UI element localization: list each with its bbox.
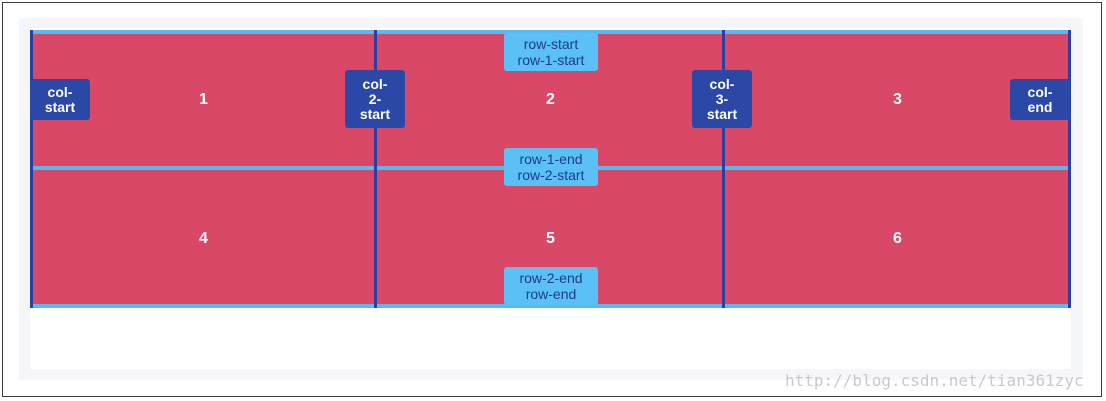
row-line-1-label-top: row-start xyxy=(523,36,579,52)
row-line-2-label-bottom: row-2-start xyxy=(517,167,585,183)
row-line-1-label-bottom: row-1-start xyxy=(517,52,585,68)
col-line-1-label-top: col- xyxy=(47,83,73,100)
col-line-3-label-middle: 3- xyxy=(715,90,729,107)
col-line-4 xyxy=(1068,30,1071,308)
col-line-1 xyxy=(30,30,33,308)
row-line-1-label: row-start row-1-start xyxy=(504,33,598,71)
row-line-2-label-top: row-1-end xyxy=(519,151,583,167)
col-line-3-label-bottom: start xyxy=(706,105,738,122)
col-line-4-label-bottom: end xyxy=(1027,98,1053,115)
col-line-1-label-bottom: start xyxy=(44,98,76,115)
row-line-3-label: row-2-end row-end xyxy=(504,267,598,305)
col-line-2-label-middle: 2- xyxy=(368,90,382,107)
col-line-4-label: col- end xyxy=(1010,79,1070,120)
row-line-3 xyxy=(30,304,1071,308)
col-line-3-label-top: col- xyxy=(709,75,735,92)
col-line-1-label: col- start xyxy=(30,79,90,120)
col-line-2 xyxy=(374,30,377,308)
row-line-3-label-bottom: row-end xyxy=(525,286,577,302)
col-line-3 xyxy=(722,30,725,308)
row-line-3-label-top: row-2-end xyxy=(519,270,583,286)
col-line-2-label-bottom: start xyxy=(359,105,391,122)
col-line-2-label-top: col- xyxy=(362,75,388,92)
col-line-3-label: col- 3- start xyxy=(692,70,752,128)
css-grid-diagram: 1 2 3 4 5 6 row-start row-1-start row-1-… xyxy=(30,30,1071,308)
col-line-2-label: col- 2- start xyxy=(345,70,405,128)
grid-cell-4: 4 xyxy=(30,169,377,308)
row-line-1 xyxy=(30,30,1071,34)
row-line-2-label: row-1-end row-2-start xyxy=(504,148,598,186)
grid-cell-6: 6 xyxy=(724,169,1071,308)
col-line-4-label-top: col- xyxy=(1027,83,1053,100)
watermark-url: http://blog.csdn.net/tian361zyc xyxy=(785,371,1084,390)
